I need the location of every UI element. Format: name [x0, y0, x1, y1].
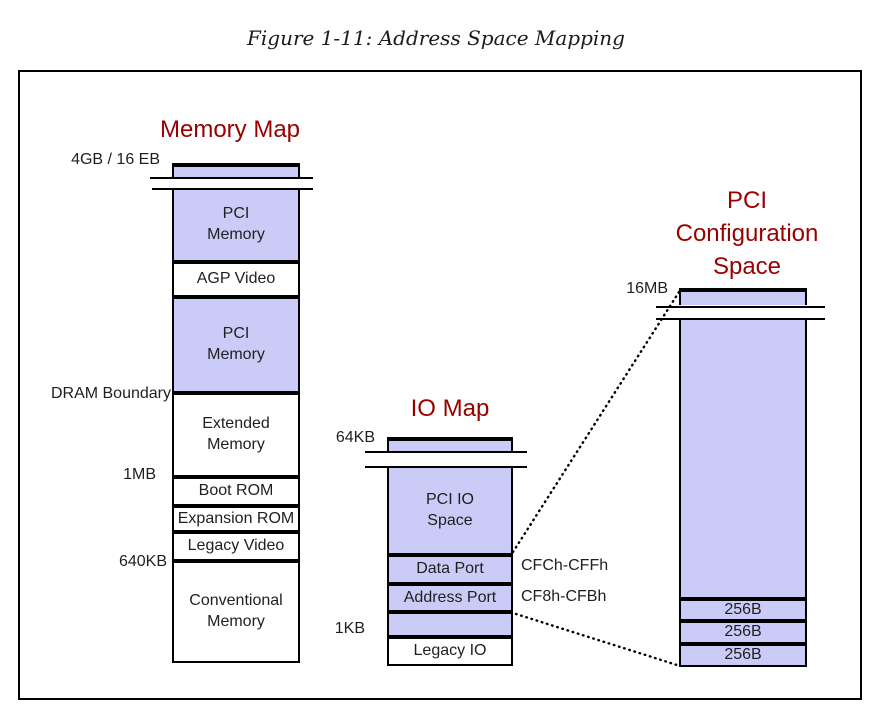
pci-config-slot-256b-1: 256B	[679, 599, 807, 621]
memory-segment-pci-memory-upper: PCI Memory	[172, 188, 300, 262]
memory-label-4gb: 4GB / 16 EB	[71, 151, 160, 168]
io-segment-config-sliver	[387, 612, 513, 637]
pci-config-slot-256b-3: 256B	[679, 644, 807, 667]
io-label-64kb: 64KB	[335, 429, 375, 446]
memory-map-title: Memory Map	[159, 116, 301, 143]
pci-config-main-block	[679, 318, 807, 599]
memory-label-1mb: 1MB	[123, 466, 156, 483]
memory-top-sliver	[172, 163, 300, 177]
io-segment-address-port: Address Port	[387, 584, 513, 612]
memory-segment-extended-memory: Extended Memory	[172, 393, 300, 477]
memory-break-line-upper	[150, 177, 313, 179]
io-segment-legacy-io: Legacy IO	[387, 637, 513, 666]
memory-segment-conventional-memory: Conventional Memory	[172, 561, 300, 663]
pci-config-slot-256b-2: 256B	[679, 621, 807, 644]
io-label-1kb: 1KB	[334, 620, 365, 637]
io-break-line-upper	[365, 451, 527, 453]
memory-segment-pci-memory-lower: PCI Memory	[172, 297, 300, 393]
memory-segment-boot-rom: Boot ROM	[172, 477, 300, 506]
io-segment-pci-io-space: PCI IO Space	[387, 466, 513, 555]
memory-segment-agp-video: AGP Video	[172, 262, 300, 297]
io-label-data-port-range: CFCh-CFFh	[521, 557, 609, 574]
io-label-address-port-range: CF8h-CFBh	[521, 588, 607, 605]
memory-segment-expansion-rom: Expansion ROM	[172, 506, 300, 532]
io-map-title: IO Map	[410, 395, 490, 422]
pci-config-title: PCI Configuration Space	[675, 187, 819, 280]
memory-segment-legacy-video: Legacy Video	[172, 532, 300, 561]
io-top-sliver	[387, 437, 513, 451]
memory-label-640kb: 640KB	[118, 553, 167, 570]
figure-caption: Figure 1-11: Address Space Mapping	[247, 26, 625, 50]
pci-config-top-sliver	[679, 288, 807, 305]
pci-config-label-16mb: 16MB	[626, 280, 668, 297]
figure-border	[18, 70, 862, 700]
memory-label-dram-boundary: DRAM Boundary	[50, 385, 171, 402]
pci-config-break-line-upper	[656, 306, 825, 308]
io-segment-data-port: Data Port	[387, 555, 513, 584]
